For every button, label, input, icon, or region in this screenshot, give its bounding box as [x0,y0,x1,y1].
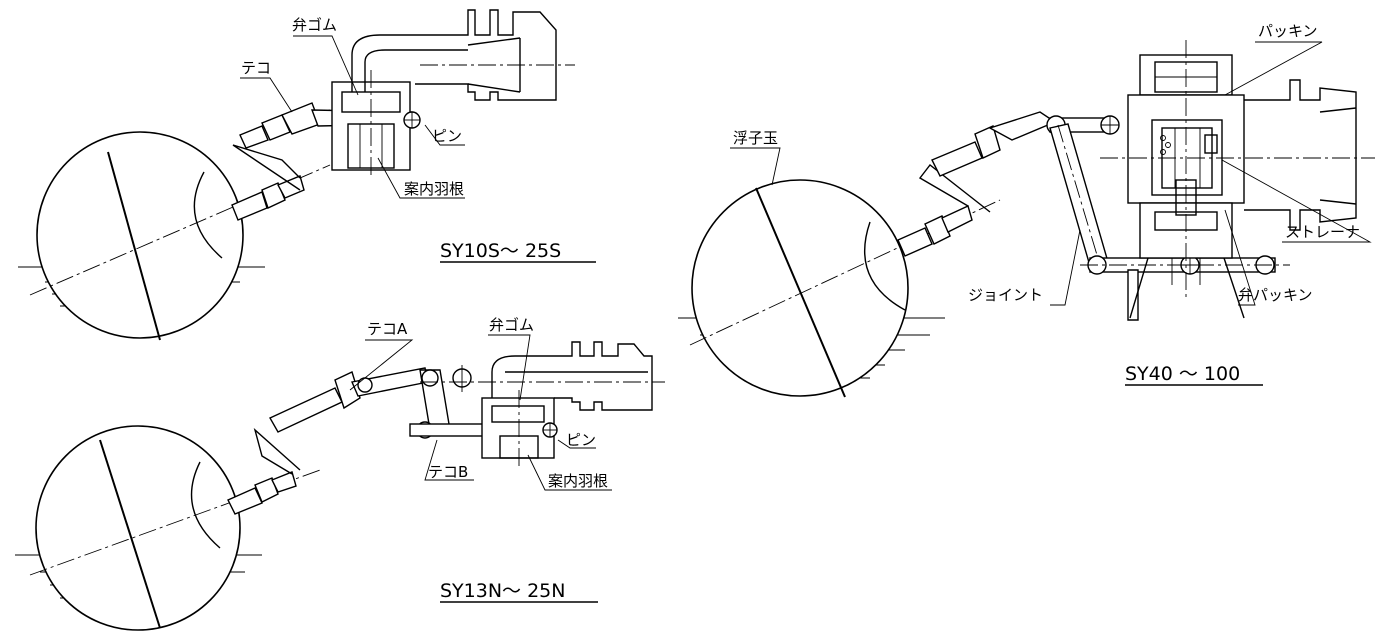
label-ben-packing: 弁パッキン [1238,286,1313,304]
label-teko-b: テコB [428,463,468,481]
float-ball-c [691,179,909,397]
leaders-b [349,334,612,491]
leaders-c [730,41,1372,306]
diagram-sy10s: 弁ゴム テコ ピン 案内羽根 SY10S～ 25S [18,9,596,341]
label-strainer: ストレーナ [1285,223,1360,241]
valve-body-b [420,341,665,470]
label-annai-hane-b: 案内羽根 [548,472,608,490]
label-annai-hane-a: 案内羽根 [404,180,464,198]
label-teko-a: テコ [241,59,271,77]
ball-cap-b [190,461,221,549]
ball-cap-c [863,221,906,311]
ball-seam-c [755,187,846,398]
label-packing: パッキン [1258,22,1318,40]
rod-a [231,109,331,221]
label-pin-a: ピン [432,127,462,145]
ball-cap-a [193,171,223,259]
ball-seam-a [107,151,161,341]
label-ben-gomu-b: 弁ゴム [489,316,534,334]
label-pin-b: ピン [566,431,596,449]
valve-body-a [331,9,575,178]
ball-seam-b [99,439,161,629]
model-title-sy13n: SY13N～ 25N [440,580,566,602]
rod-b [227,427,301,515]
diagram-sy13n: テコA 弁ゴム ピン テコB 案内羽根 SY13N～ 25N [15,316,665,631]
model-title-sy40: SY40 ～ 100 [1125,363,1240,385]
label-joint: ジョイント [968,286,1043,304]
leaders-a [240,35,465,199]
rod-c [897,164,991,257]
float-ball-b [35,425,241,631]
float-ball-a [36,131,244,339]
model-title-sy10s: SY10S～ 25S [440,240,561,262]
valve-body-c [1100,40,1375,319]
teko-a-pivot [357,377,373,393]
diagram-sy40: パッキン 浮子玉 ストレーナ ジョイント 弁パッキン SY40 ～ 100 [678,22,1375,398]
label-ukidama: 浮子玉 [733,129,778,147]
label-teko-a-b: テコA [367,320,408,338]
label-ben-gomu-a: 弁ゴム [292,16,337,34]
